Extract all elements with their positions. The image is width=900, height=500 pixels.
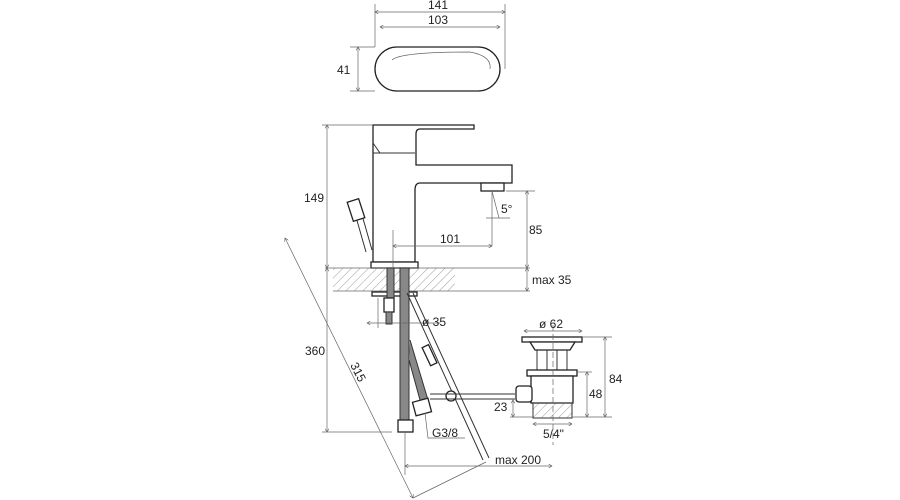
supply-hose [399, 267, 410, 421]
dim-103: 103 [428, 13, 448, 27]
label-g38: G3/8 [432, 426, 458, 440]
dim-41: 41 [337, 63, 351, 77]
base-plate [370, 261, 419, 269]
top-view: 141 103 41 [337, 0, 505, 92]
drain-cap [521, 336, 583, 343]
dim-max-200: max 200 [495, 453, 541, 467]
dim-101: 101 [440, 232, 460, 246]
dim-thread-5-4: 5/4" [543, 427, 564, 441]
dim-23: 23 [494, 400, 508, 414]
dim-diameter-62: ø 62 [539, 317, 563, 331]
faucet-side-view: 149 5° 85 101 max 35 ø 35 360 315 G3/8 m… [285, 124, 572, 498]
drain-connector [515, 385, 533, 403]
dim-360: 360 [305, 344, 325, 358]
faucet-body [372, 124, 513, 263]
handle-highlight [391, 51, 491, 70]
dim-315: 315 [347, 360, 369, 384]
drain-waste: ø 62 84 48 23 5/4" [494, 317, 623, 445]
dim-diameter-35: ø 35 [422, 315, 446, 329]
dim-angle-5: 5° [501, 202, 513, 216]
dim-max-35: max 35 [532, 273, 572, 287]
popup-knob [346, 197, 366, 223]
popup-rod [406, 292, 490, 461]
dim-84: 84 [609, 372, 623, 386]
drain-thread [532, 402, 573, 419]
handle-oval-outline [374, 46, 501, 92]
aerator [480, 182, 505, 192]
threaded-stud [386, 267, 395, 299]
drain-body [530, 375, 574, 404]
dim-85: 85 [529, 223, 543, 237]
hose-nut [397, 419, 414, 433]
dim-48: 48 [589, 387, 603, 401]
dim-141: 141 [428, 0, 448, 12]
dim-149: 149 [304, 191, 324, 205]
